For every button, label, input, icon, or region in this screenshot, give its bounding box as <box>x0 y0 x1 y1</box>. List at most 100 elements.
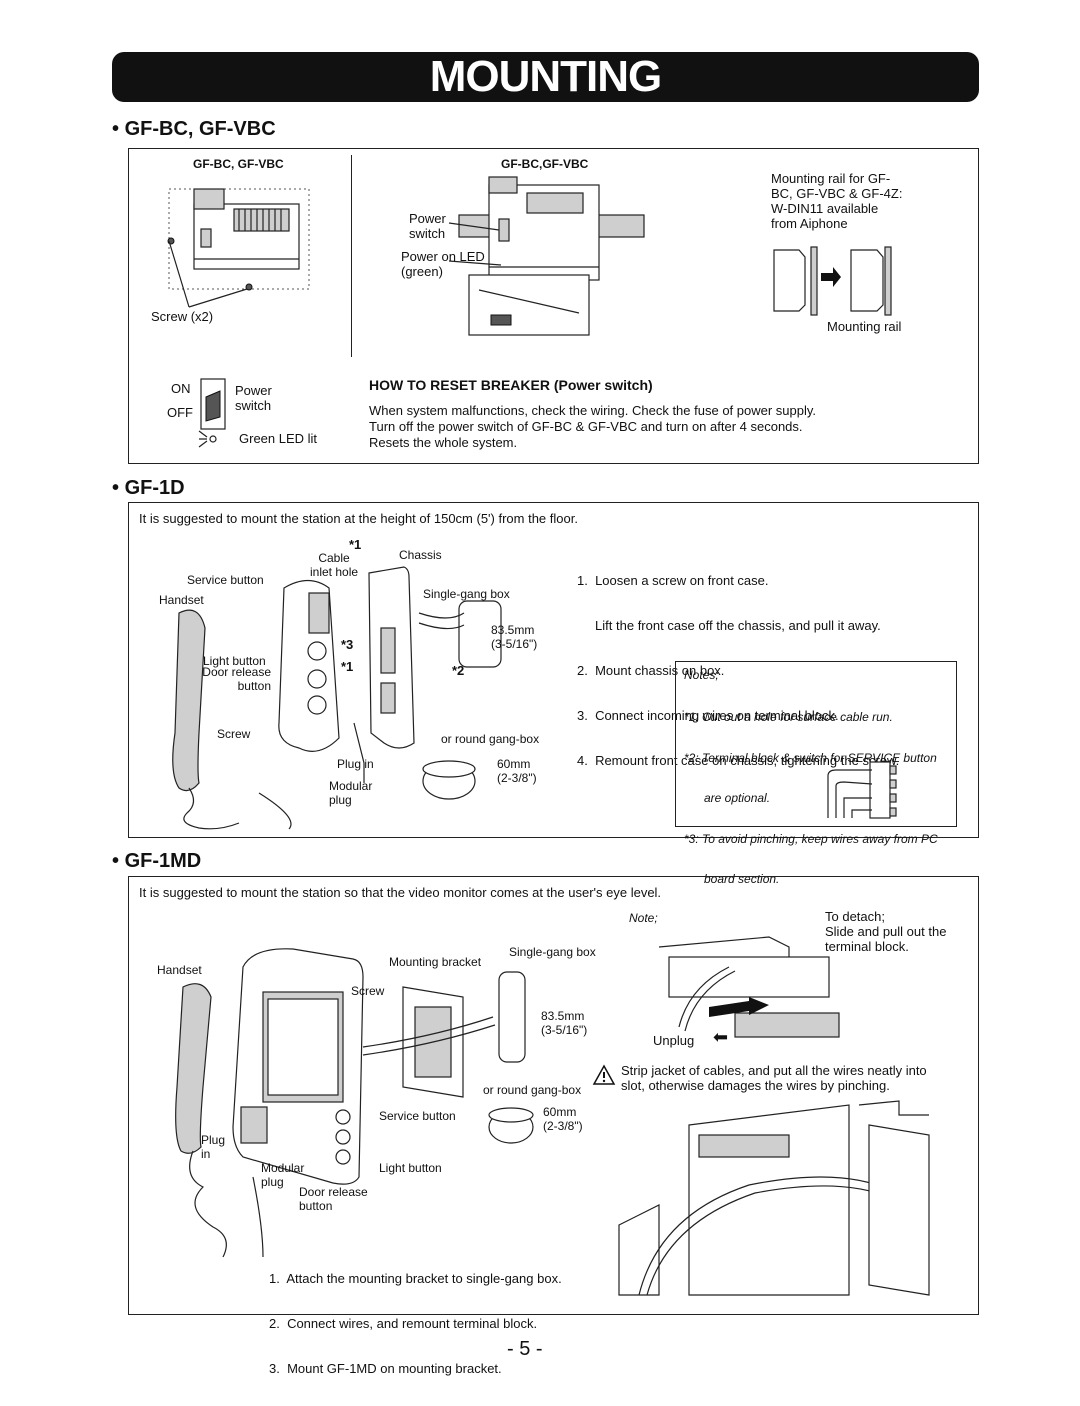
label-line: Cable <box>318 551 350 565</box>
dimension-label: 83.5mm (3-5/16") <box>491 623 537 651</box>
step: Lift the front case off the chassis, and… <box>577 618 881 633</box>
door-release-label: Door release button <box>299 1185 368 1213</box>
section-title-gf-bc: • GF-BC, GF-VBC <box>112 118 276 140</box>
figure-title-2: GF-BC,GF-VBC <box>501 157 589 171</box>
label-line: (2-3/8") <box>543 1119 583 1133</box>
label-line: Door release <box>202 665 271 679</box>
label-line: plug <box>261 1175 284 1189</box>
mounting-bracket-label: Mounting bracket <box>389 955 482 969</box>
label-line: inlet hole <box>310 565 359 579</box>
reset-title: HOW TO RESET BREAKER (Power switch) <box>369 377 653 393</box>
mounting-rail-illustration <box>773 246 892 316</box>
intro-text: It is suggested to mount the station at … <box>139 511 578 526</box>
warning-icon <box>592 1064 616 1085</box>
label-line: Door release <box>299 1185 368 1199</box>
label-line: Plug <box>201 1133 226 1147</box>
label-line: plug <box>329 793 352 807</box>
switch-label: Power switch <box>235 383 272 413</box>
label-line: (2-3/8") <box>497 771 537 785</box>
round-gang-box-label: or round gang-box <box>483 1083 582 1097</box>
service-button-label: Service button <box>379 1109 456 1123</box>
section-title-gf-1md: • GF-1MD <box>112 850 202 872</box>
label-line: BC, GF-VBC & GF-4Z: <box>771 186 903 201</box>
dimension-label: 60mm (2-3/8") <box>543 1105 583 1133</box>
door-release-label: Door release button <box>199 665 271 693</box>
unplug-label: Unplug <box>653 1033 695 1048</box>
figure-title: GF-BC, GF-VBC <box>193 157 284 171</box>
divider <box>351 155 352 357</box>
label-line: Strip jacket of cables, and put all the … <box>621 1063 927 1078</box>
label-line: terminal block. <box>825 939 909 954</box>
section-box-gf-1md: It is suggested to mount the station so … <box>128 876 979 1376</box>
installation-steps: 1. Loosen a screw on front case. Lift th… <box>577 543 899 798</box>
light-button-label: Light button <box>379 1161 442 1175</box>
warning-text: Strip jacket of cables, and put all the … <box>621 1063 927 1093</box>
label-line: Mounting rail for GF- <box>771 171 891 186</box>
section-title-gf-1d: • GF-1D <box>112 477 185 499</box>
gf-1md-illustration <box>175 948 534 1258</box>
cable-inlet-label: Cable inlet hole <box>310 551 358 579</box>
dimension-label: 60mm (2-3/8") <box>497 757 537 785</box>
note-marker: *1 <box>341 659 354 674</box>
power-supply-illustration <box>167 188 310 291</box>
text-line: Turn off the power switch of GF-BC & GF-… <box>369 419 803 434</box>
screw-label: Screw (x2) <box>151 309 214 324</box>
page-number: - 5 - <box>507 1338 543 1360</box>
label-line: To detach; <box>825 909 885 924</box>
power-led-label: Power on LED (green) <box>401 249 485 279</box>
label-line: W-DIN11 available <box>771 201 879 216</box>
gf-1d-illustration <box>172 566 502 830</box>
wire-routing-illustration <box>618 1100 930 1296</box>
text-line: Resets the whole system. <box>369 435 518 450</box>
single-gang-box-label: Single-gang box <box>509 945 596 959</box>
notes-title: Notes; <box>684 668 719 682</box>
page-banner: MOUNTING <box>112 52 979 102</box>
handset-label: Handset <box>157 963 202 977</box>
terminal-wiring-illustration <box>827 761 897 819</box>
label-line: slot, otherwise damages the wires by pin… <box>621 1078 890 1093</box>
modular-plug-label: Modular plug <box>261 1161 304 1189</box>
step: 2. Mount chassis on box. <box>577 663 725 678</box>
screw-label: Screw <box>217 727 251 741</box>
single-gang-box-label: Single-gang box <box>423 587 510 601</box>
installation-steps: 1. Attach the mounting bracket to single… <box>269 1241 562 1406</box>
label-line: (3-5/16") <box>541 1023 588 1037</box>
section-box-gf-1d: It is suggested to mount the station at … <box>128 502 979 886</box>
label-line: in <box>201 1147 211 1161</box>
label-line: 60mm <box>543 1105 577 1119</box>
terminal-block-illustration <box>658 936 840 1038</box>
label-line: button <box>237 679 271 693</box>
screw-label: Screw <box>351 984 385 998</box>
reset-instructions: When system malfunctions, check the wiri… <box>369 403 816 451</box>
note-line: *1: Cut out a hole for surface cable run… <box>684 710 893 724</box>
note-marker: *1 <box>349 537 362 552</box>
light-button-label: Light button <box>203 654 266 668</box>
note-line: *3: To avoid pinching, keep wires away f… <box>684 831 938 846</box>
power-switch-icon <box>198 378 226 448</box>
detach-note: To detach; Slide and pull out the termin… <box>825 909 946 954</box>
note-marker: *2 <box>452 663 465 678</box>
note-line: *2: Terminal block & switch for SERVICE … <box>684 750 937 765</box>
step: 4. Remount front case on chassis, tighte… <box>577 753 900 768</box>
intro-text: It is suggested to mount the station so … <box>139 885 662 900</box>
section-box-gf-bc: GF-BC, GF-VBC Screw (x2) GF-BC,GF-VBC Po… <box>128 148 979 464</box>
label-line: (green) <box>401 264 443 279</box>
label-line: Slide and pull out the <box>825 924 947 939</box>
note-marker: *3 <box>341 637 354 652</box>
notes-list: *1: Cut out a hole for surface cable run… <box>684 684 938 914</box>
note-line: are optional. <box>684 791 771 805</box>
note-line: board section. <box>684 872 780 886</box>
note-title: Note; <box>629 911 658 925</box>
mounting-rail-label: Mounting rail <box>827 319 902 334</box>
text-line: When system malfunctions, check the wiri… <box>369 403 817 418</box>
step: 1. Attach the mounting bracket to single… <box>269 1271 562 1286</box>
off-label: OFF <box>167 405 193 420</box>
label-line: Modular <box>261 1161 305 1175</box>
rail-note: Mounting rail for GF- BC, GF-VBC & GF-4Z… <box>771 171 902 231</box>
label-line: switch <box>235 398 272 413</box>
chassis-label: Chassis <box>399 548 442 562</box>
label-line: Power <box>409 211 446 226</box>
power-switch-label: Power switch <box>409 211 446 241</box>
label-line: 83.5mm <box>491 623 535 637</box>
label-line: 60mm <box>497 757 531 771</box>
